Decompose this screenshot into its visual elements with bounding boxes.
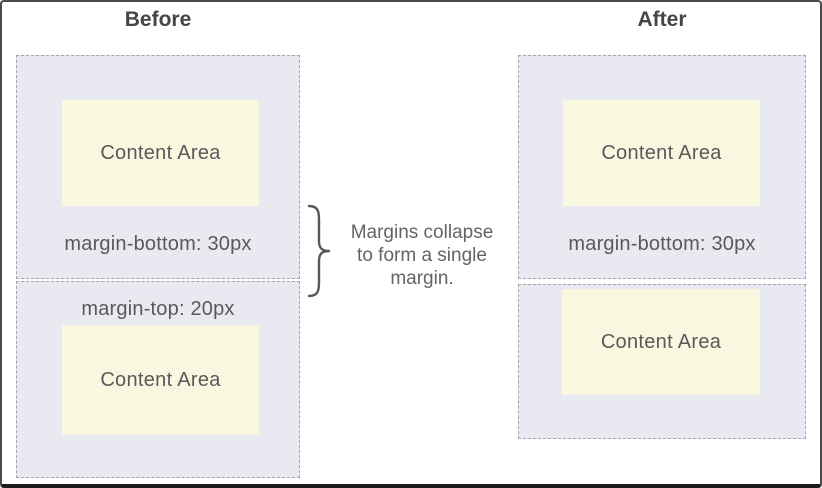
before-title: Before bbox=[124, 8, 192, 31]
curly-brace-icon bbox=[307, 204, 331, 298]
annotation-line: margin. bbox=[390, 268, 454, 289]
before-bottom-margin-box: margin-top: 20px Content Area bbox=[16, 281, 300, 478]
annotation-text: Margins collapse to form a single margin… bbox=[332, 221, 512, 290]
content-area-label: Content Area bbox=[600, 330, 722, 353]
after-title: After bbox=[637, 8, 687, 31]
annotation-line: to form a single bbox=[357, 245, 487, 266]
content-area-label: Content Area bbox=[100, 141, 221, 164]
before-margin-top-label: margin-top: 20px bbox=[81, 298, 235, 320]
after-bottom-content-area: Content Area bbox=[562, 289, 760, 395]
before-top-margin-box: Content Area margin-bottom: 30px bbox=[16, 55, 300, 279]
content-area-label: Content Area bbox=[601, 141, 722, 164]
after-bottom-margin-box: Content Area bbox=[518, 284, 806, 439]
before-bottom-content-area: Content Area bbox=[62, 325, 259, 435]
content-area-label: Content Area bbox=[100, 368, 221, 391]
before-top-content-area: Content Area bbox=[62, 100, 259, 206]
before-margin-bottom-label: margin-bottom: 30px bbox=[64, 233, 252, 255]
annotation-line: Margins collapse bbox=[350, 222, 494, 243]
after-margin-bottom-label: margin-bottom: 30px bbox=[568, 233, 756, 255]
after-top-margin-box: Content Area margin-bottom: 30px bbox=[518, 55, 806, 279]
after-top-content-area: Content Area bbox=[563, 100, 760, 206]
